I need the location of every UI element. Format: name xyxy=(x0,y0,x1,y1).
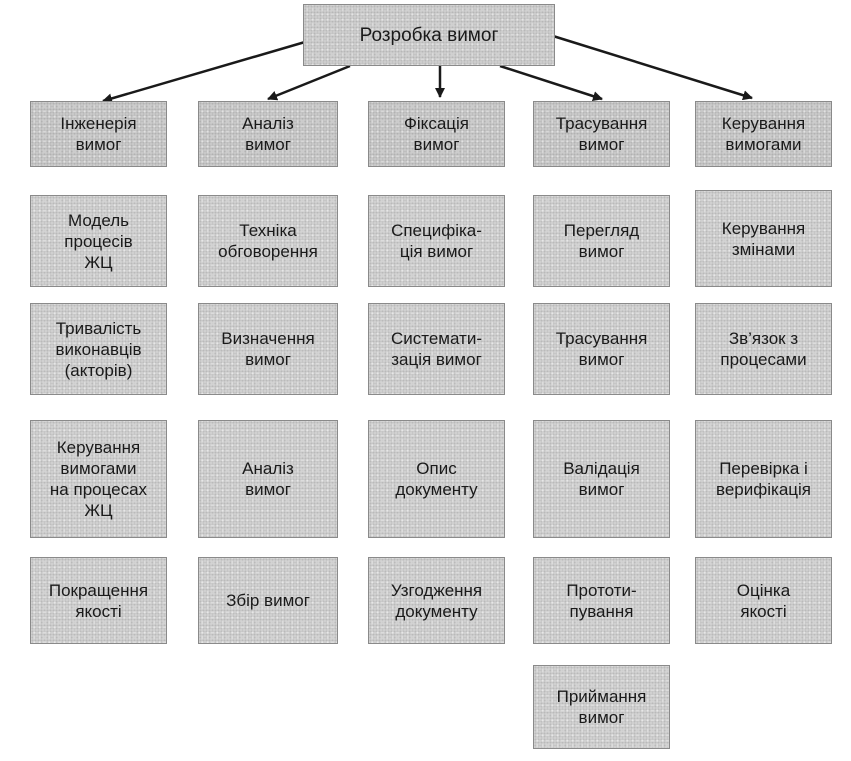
node-keruvannya-zminamy: Керування змінами xyxy=(695,190,832,287)
node-systematyzatsiya-vymog: Системати- зація вимог xyxy=(368,303,505,395)
node-vyznachennya-vymog: Визначення вимог xyxy=(198,303,338,395)
node-perevirka-i-veryfikatsiya: Перевірка і верифікація xyxy=(695,420,832,538)
node-model-protsesiv: Модель процесів ЖЦ xyxy=(30,195,167,287)
header-inzheneriya-vymog: Інженерія вимог xyxy=(30,101,167,167)
root-node-rozrobka-vymog: Розробка вимог xyxy=(303,4,555,66)
node-zbir-vymog: Збір вимог xyxy=(198,557,338,644)
node-tekhnika-obhovorennya: Техніка обговорення xyxy=(198,195,338,287)
node-keruvannya-na-protsesakh: Керування вимогами на процесах ЖЦ xyxy=(30,420,167,538)
header-trasuvannya-vymog: Трасування вимог xyxy=(533,101,670,167)
node-perehlyad-vymog: Перегляд вимог xyxy=(533,195,670,287)
node-validatsiya-vymog: Валідація вимог xyxy=(533,420,670,538)
node-prototypuvannya: Прототи- пування xyxy=(533,557,670,644)
node-opys-dokumentu: Опис документу xyxy=(368,420,505,538)
node-zvyazok-z-protsesamy: Зв’язок з процесами xyxy=(695,303,832,395)
node-spetsyfikatsiya-vymog: Специфіка- ція вимог xyxy=(368,195,505,287)
arrow-to-inzheneriya xyxy=(102,40,306,104)
node-trasuvannya-vymog: Трасування вимог xyxy=(533,303,670,395)
arrow-to-keruvannya xyxy=(552,34,753,101)
header-keruvannya-vymohamy: Керування вимогами xyxy=(695,101,832,167)
header-analiz-vymog: Аналіз вимог xyxy=(198,101,338,167)
node-pryymannya-vymog: Приймання вимог xyxy=(533,665,670,749)
header-fiksatsiya-vymog: Фіксація вимог xyxy=(368,101,505,167)
arrow-to-analiz xyxy=(267,64,351,101)
node-uzhodzhennya-dokumentu: Узгодження документу xyxy=(368,557,505,644)
node-pokraschennya-yakosti: Покращення якості xyxy=(30,557,167,644)
node-analiz-vymog: Аналіз вимог xyxy=(198,420,338,538)
node-tryvalist-vykonavtsiv: Тривалість виконавців (акторів) xyxy=(30,303,167,395)
node-otsinka-yakosti: Оцінка якості xyxy=(695,557,832,644)
arrow-to-trasuvannya xyxy=(499,64,603,101)
